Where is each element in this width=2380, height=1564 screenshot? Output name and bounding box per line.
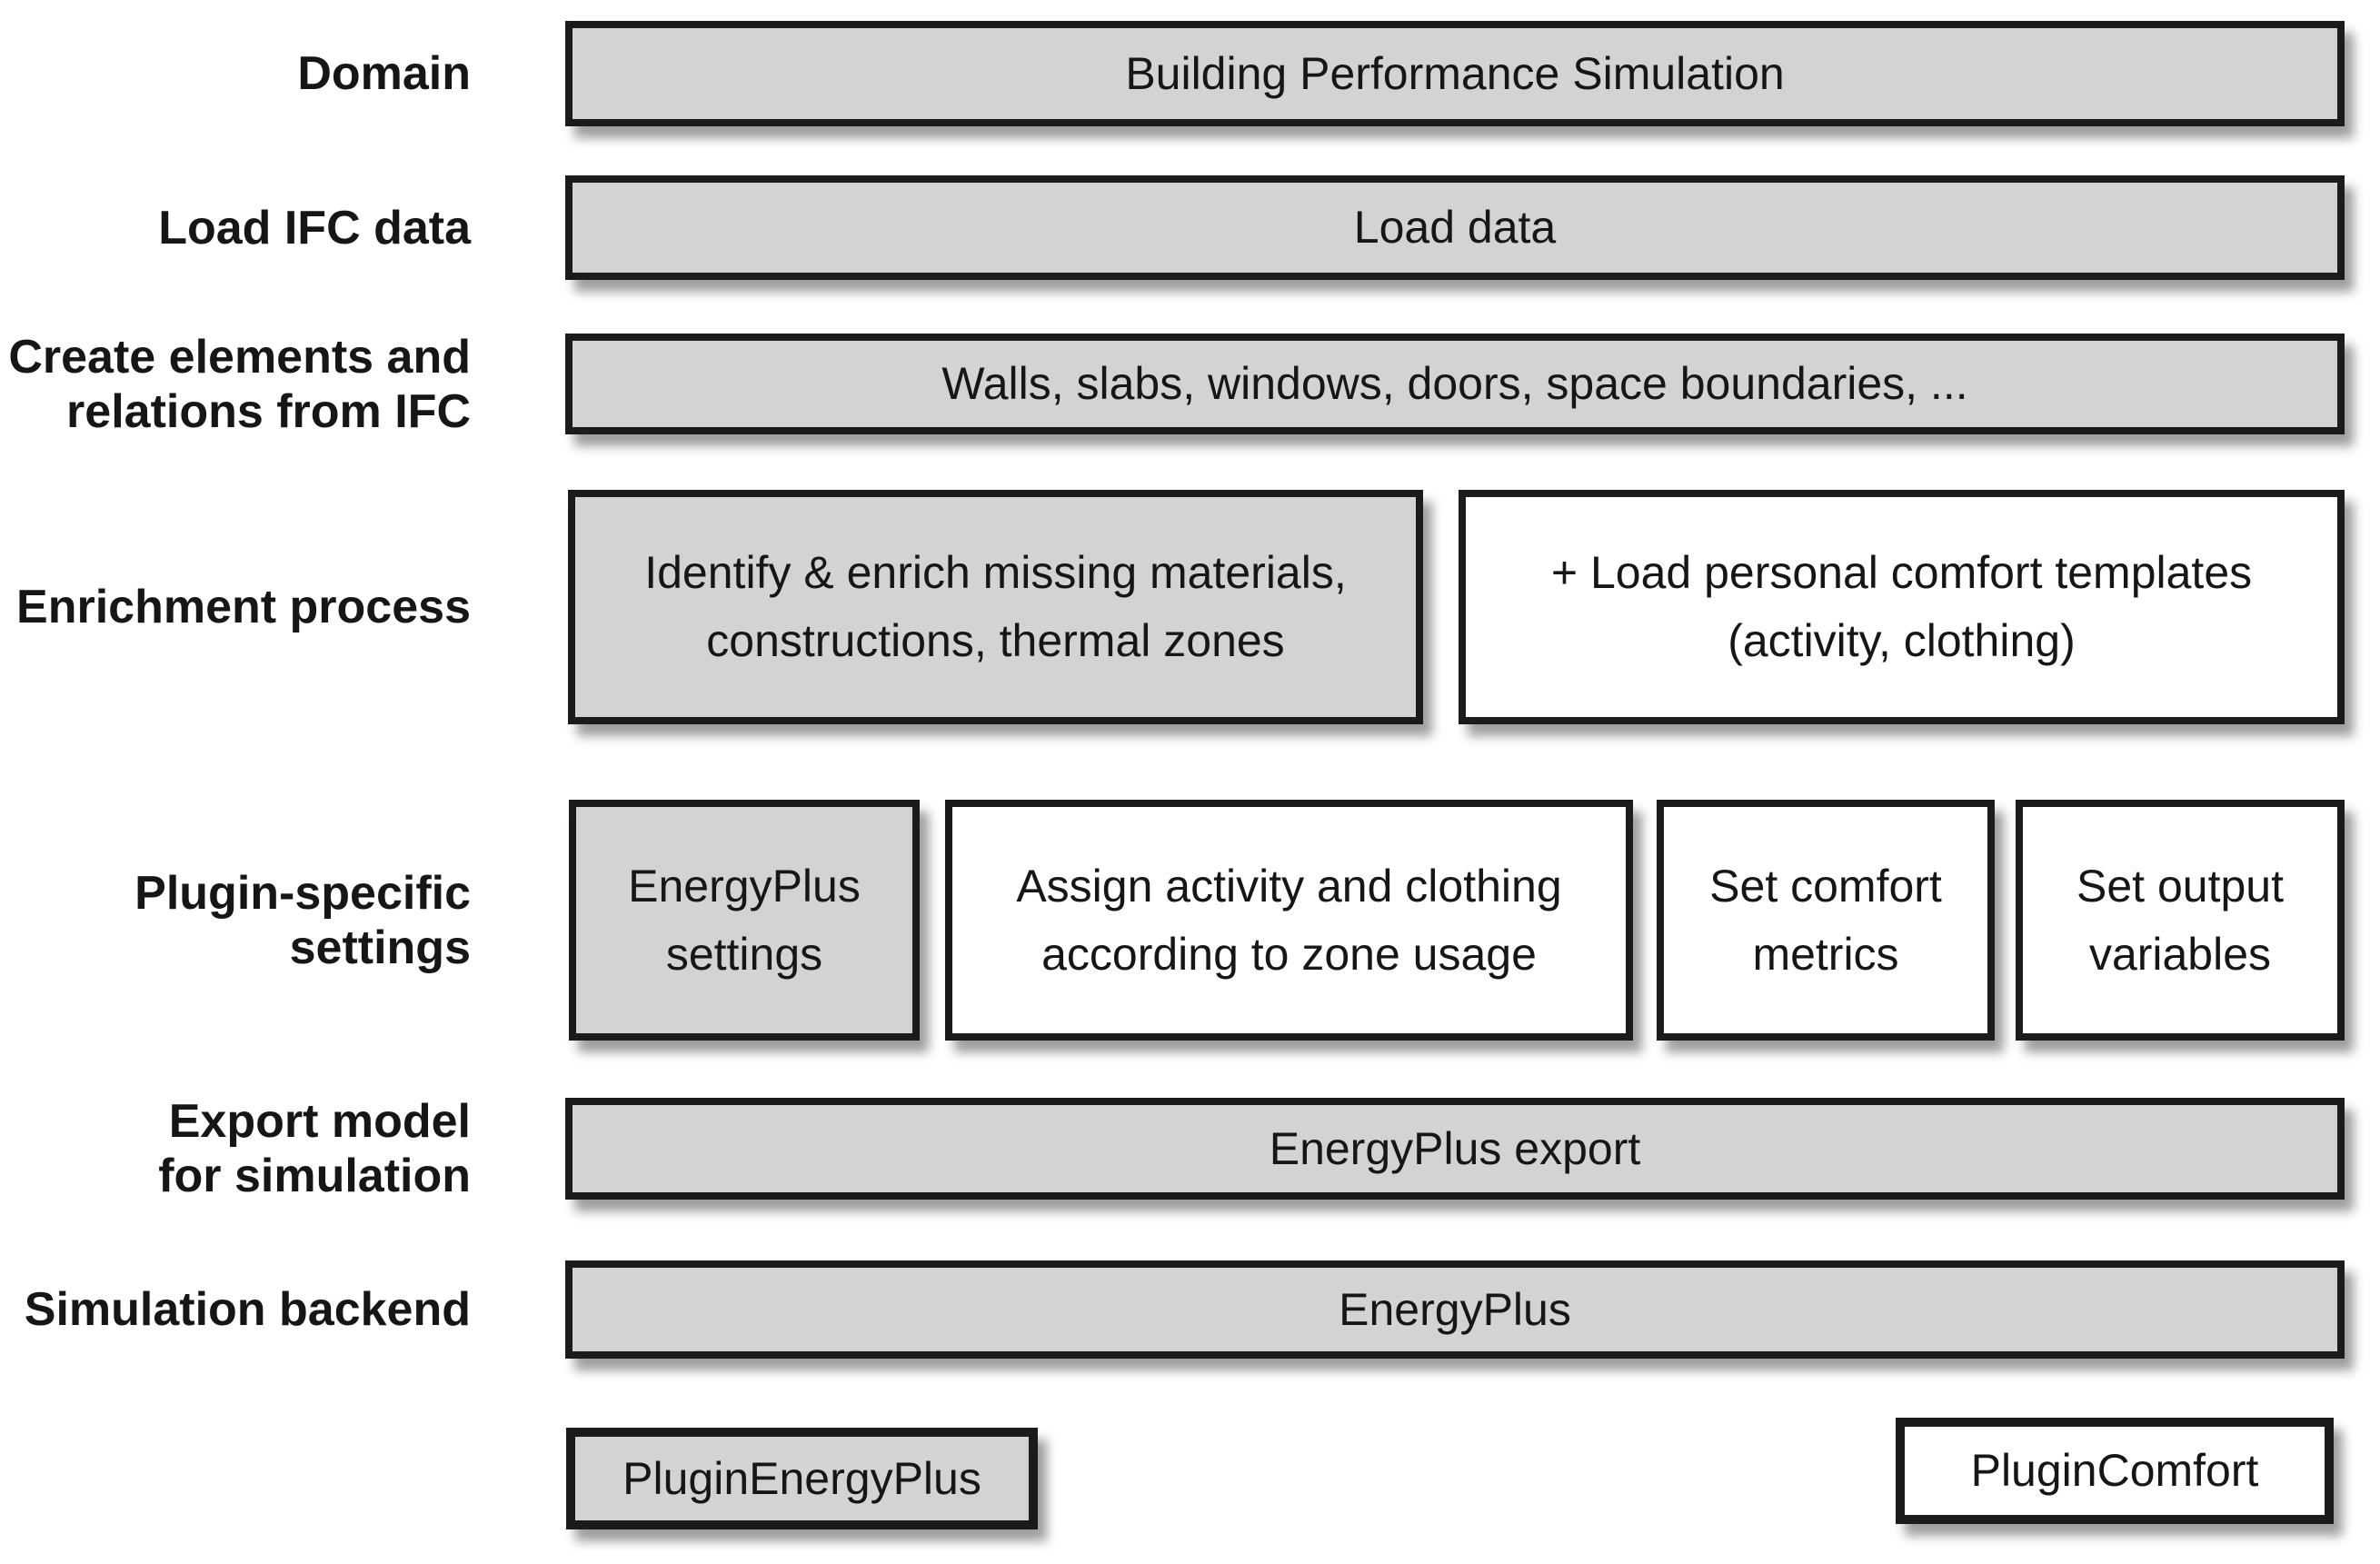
row-label-create-elements: Create elements and relations from IFC (8, 330, 471, 438)
row-label-enrichment-process: Enrichment process (16, 581, 471, 633)
box-set-comfort-metrics: Set comfort metrics (1657, 800, 1995, 1041)
row-label-export-model: Export model for simulation (158, 1095, 471, 1202)
box-enrich-materials: Identify & enrich missing materials, con… (568, 490, 1423, 724)
box-energyplus-settings: EnergyPlus settings (569, 800, 920, 1041)
box-ifc-elements: Walls, slabs, windows, doors, space boun… (565, 334, 2345, 434)
box-plugin-comfort: PluginComfort (1896, 1418, 2334, 1524)
row-label-load-ifc-data: Load IFC data (158, 201, 471, 254)
box-energyplus: EnergyPlus (565, 1260, 2345, 1359)
box-assign-activity-clothing: Assign activity and clothing according t… (945, 800, 1633, 1041)
box-load-comfort-templates: + Load personal comfort templates (activ… (1459, 490, 2345, 724)
row-label-domain: Domain (297, 47, 471, 100)
row-label-simulation-backend: Simulation backend (24, 1283, 471, 1336)
box-set-output-variables: Set output variables (2016, 800, 2345, 1041)
row-label-plugin-specific-settings: Plugin-specific settings (134, 866, 471, 974)
box-load-data: Load data (565, 175, 2345, 280)
box-plugin-energyplus: PluginEnergyPlus (566, 1428, 1038, 1529)
box-energyplus-export: EnergyPlus export (565, 1098, 2345, 1200)
box-building-performance-simulation: Building Performance Simulation (565, 21, 2345, 126)
